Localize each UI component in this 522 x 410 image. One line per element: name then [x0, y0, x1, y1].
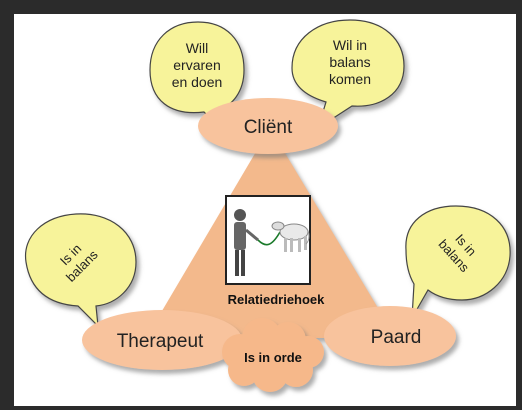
bubble-client-left-line-2: ervaren — [173, 57, 220, 73]
node-client-label: Cliënt — [244, 117, 293, 138]
node-horse — [324, 306, 456, 366]
horse-handler-picture — [225, 195, 311, 285]
bubble-client-right-line-1: Wil in — [333, 37, 367, 53]
node-therapist — [82, 310, 242, 370]
bubble-client-right-line-2: balans — [329, 54, 370, 70]
bubble-client-left — [149, 21, 245, 135]
node-therapist-label: Therapeut — [117, 331, 204, 352]
cloud-shape — [222, 318, 324, 392]
bubble-therapist — [24, 213, 137, 328]
node-client — [198, 98, 338, 154]
bubble-client-left-line-3: en doen — [172, 74, 223, 90]
node-horse-label: Paard — [371, 327, 422, 348]
bubble-horse — [405, 205, 511, 319]
center-label: Relatiedriehoek — [228, 292, 326, 307]
cloud-label: Is in orde — [244, 350, 302, 365]
bubble-client-left-line-1: Will — [186, 40, 209, 56]
bubble-client-right-line-3: komen — [329, 71, 371, 87]
bubble-client-right — [291, 19, 405, 130]
